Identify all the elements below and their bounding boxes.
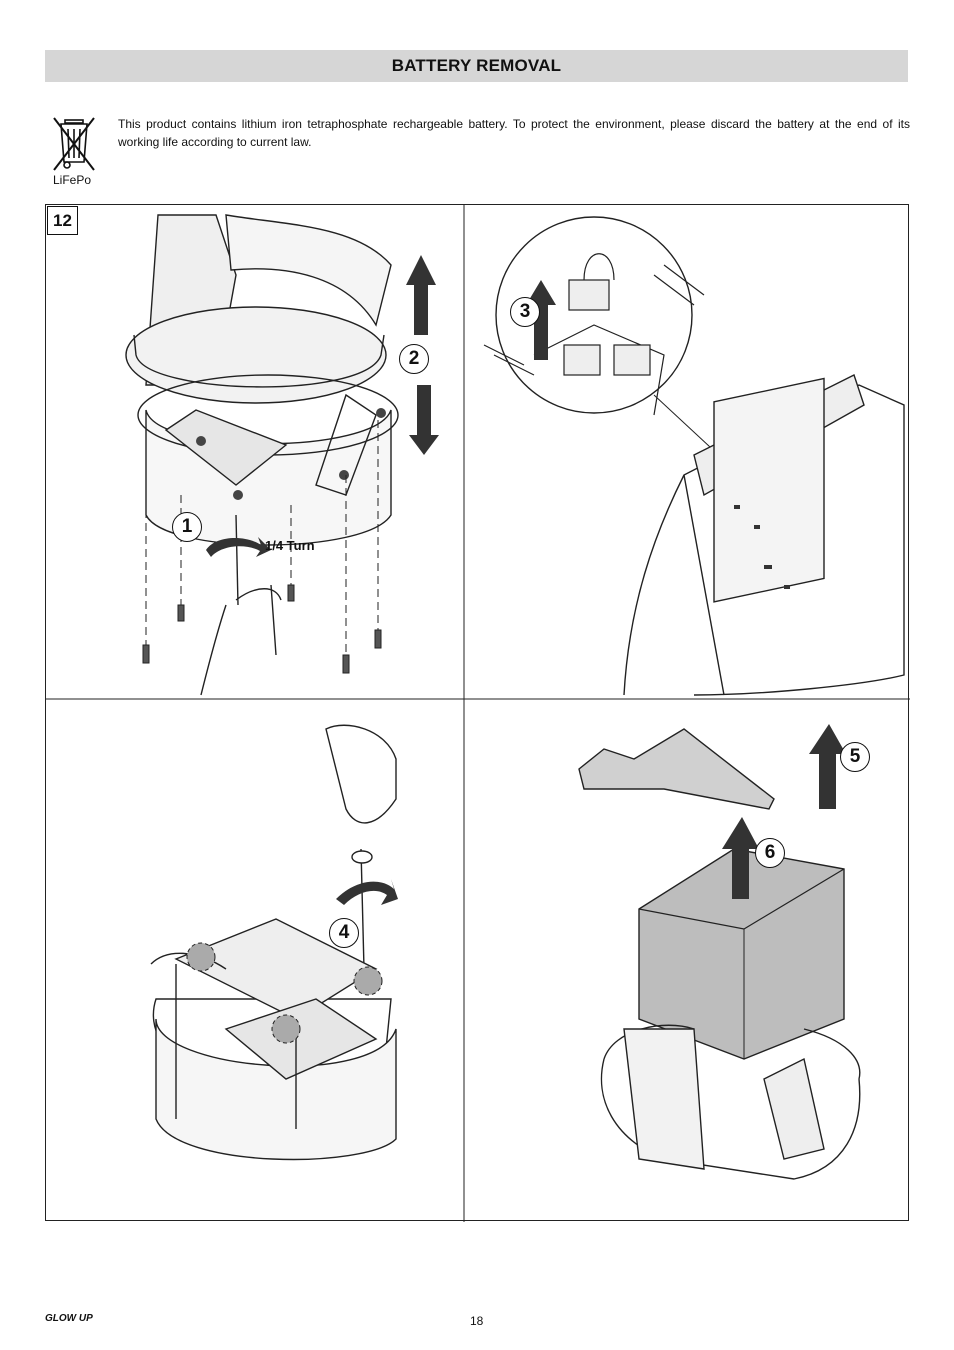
- step-2-badge: 2: [399, 344, 429, 374]
- figure-12: 12: [45, 204, 910, 1222]
- bracket-screws-illustration: [150, 724, 398, 1161]
- panel-step-1-2: 1 2 1/4 Turn: [46, 205, 464, 699]
- crossed-bin-icon: [53, 117, 95, 171]
- panel-step-5-6: 5 6: [464, 699, 909, 1221]
- page-title: BATTERY REMOVAL: [391, 56, 562, 75]
- connector-illustration: [483, 216, 905, 696]
- figure-number: 12: [47, 206, 78, 235]
- step-5-badge: 5: [840, 742, 870, 772]
- icon-caption: LiFePo: [53, 173, 92, 187]
- figure-grid: [46, 205, 910, 1222]
- notice-text: This product contains lithium iron tetra…: [118, 117, 910, 149]
- panel-step-4: 4: [46, 699, 464, 1221]
- housing-illustration: [125, 214, 439, 696]
- footer-brand: GLOW UP: [45, 1313, 93, 1324]
- step-1-badge: 1: [172, 512, 202, 542]
- step-3-badge: 3: [510, 297, 540, 327]
- disposal-notice: LiFePo This product contains lithium iro…: [45, 110, 910, 190]
- quarter-turn-label: 1/4 Turn: [265, 538, 315, 553]
- page-title-bar: BATTERY REMOVAL: [45, 50, 908, 82]
- battery-lift-illustration: [578, 724, 861, 1180]
- page-number: 18: [470, 1314, 484, 1328]
- panel-step-3: 3: [464, 205, 909, 699]
- step-6-badge: 6: [755, 838, 785, 868]
- step-4-badge: 4: [329, 918, 359, 948]
